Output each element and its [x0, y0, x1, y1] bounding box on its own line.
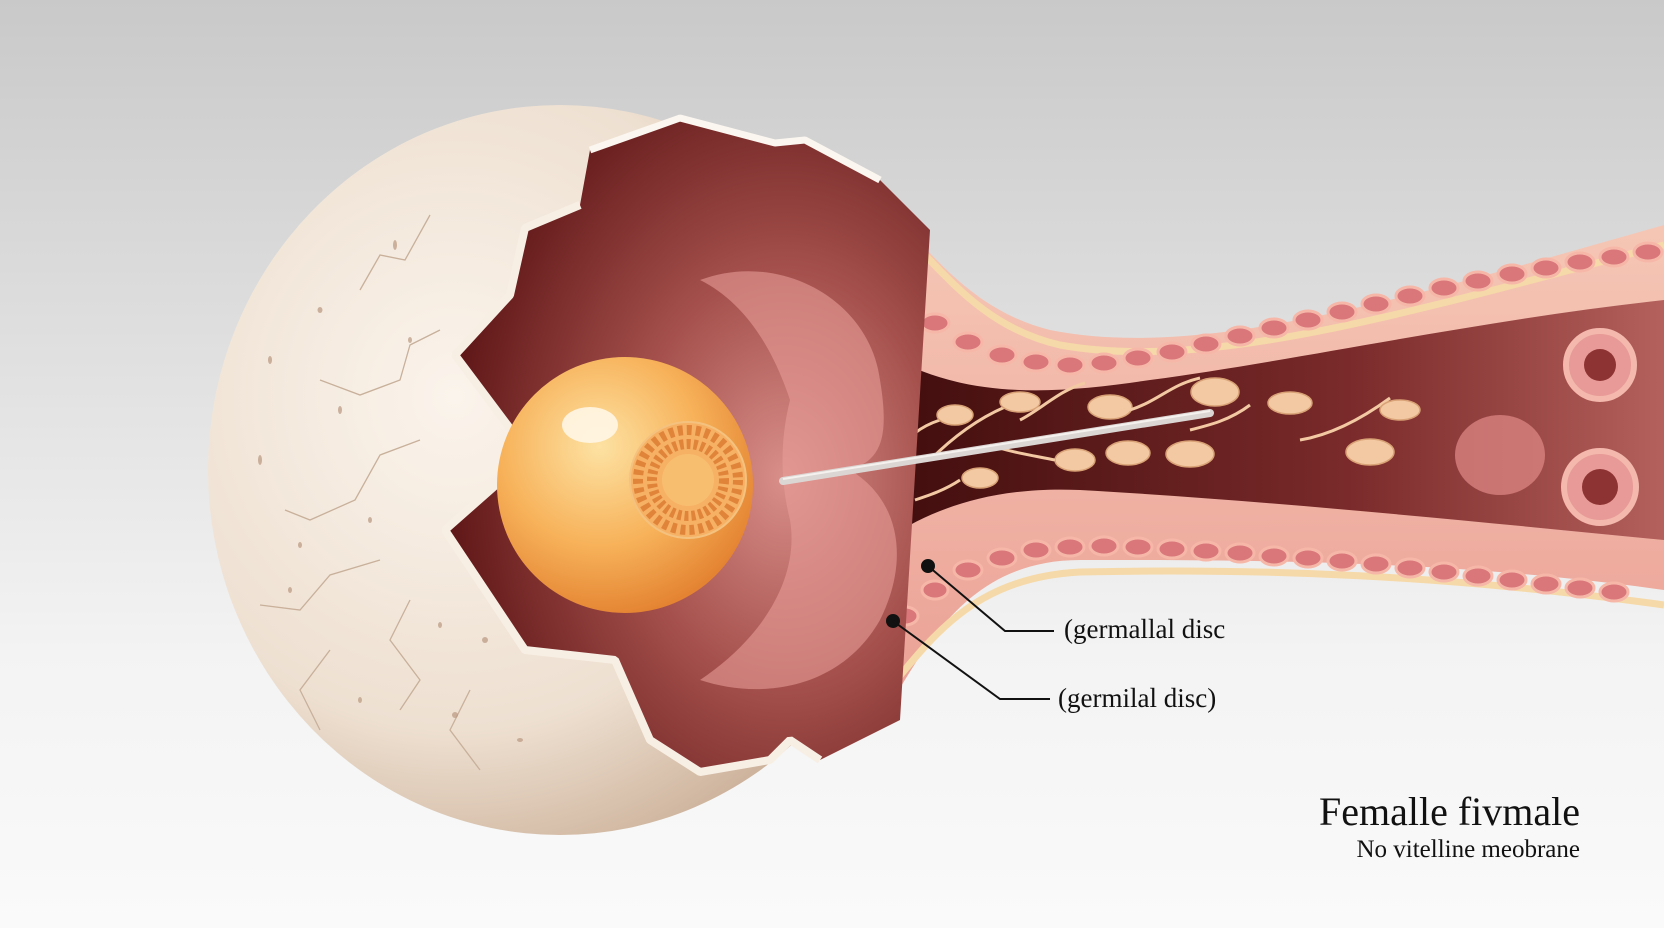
sperm-cells [893, 376, 1421, 502]
caption-subtitle: No vitelline meobrane [1356, 836, 1580, 863]
germinal-disc-label-2: (germilal disc) [1058, 683, 1217, 713]
shell-speckles [258, 240, 523, 742]
label-leader-lines [886, 559, 1054, 700]
ring-structures [1455, 328, 1639, 526]
oviduct [800, 170, 1664, 720]
yolk [497, 357, 753, 613]
needle-pointer [779, 409, 1214, 485]
shell-cracks [259, 214, 481, 771]
germinal-disc [629, 421, 747, 539]
caption-title: Femalle fivmale [1318, 789, 1580, 834]
germinal-disc-label-1: (germallal disc [1064, 614, 1226, 644]
